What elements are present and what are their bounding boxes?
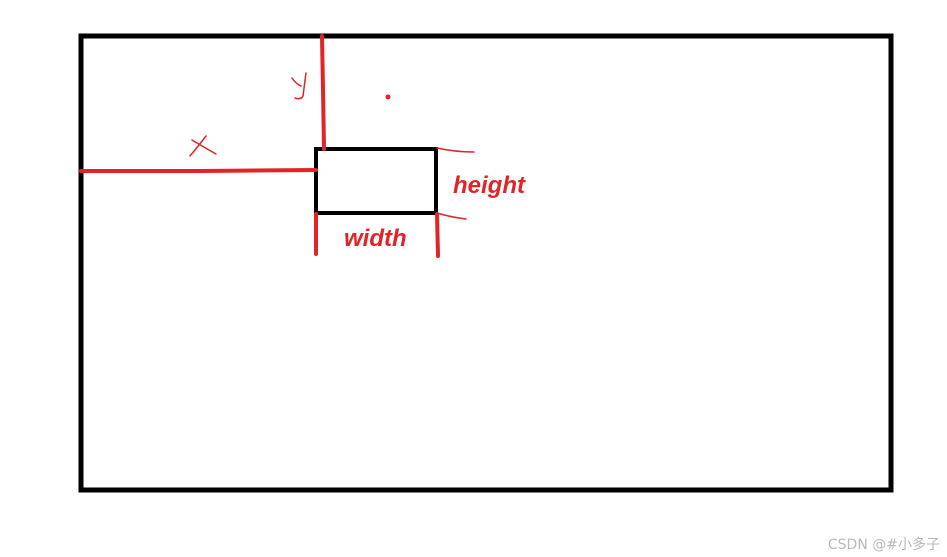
y-handwritten-mark [291,72,307,100]
x-handwritten-mark [189,135,217,157]
outer-container-rect [78,33,894,493]
width-label: width [344,225,407,252]
height-bottom-tick [436,212,467,220]
y-offset-line [320,34,326,151]
point-dot [385,94,391,100]
csdn-watermark: CSDN @#小多子 [828,536,940,553]
x-offset-line [79,168,318,173]
inner-element-rect [314,147,438,215]
height-top-tick [436,147,475,153]
width-right-extension [435,212,440,258]
height-label: height [453,172,526,199]
